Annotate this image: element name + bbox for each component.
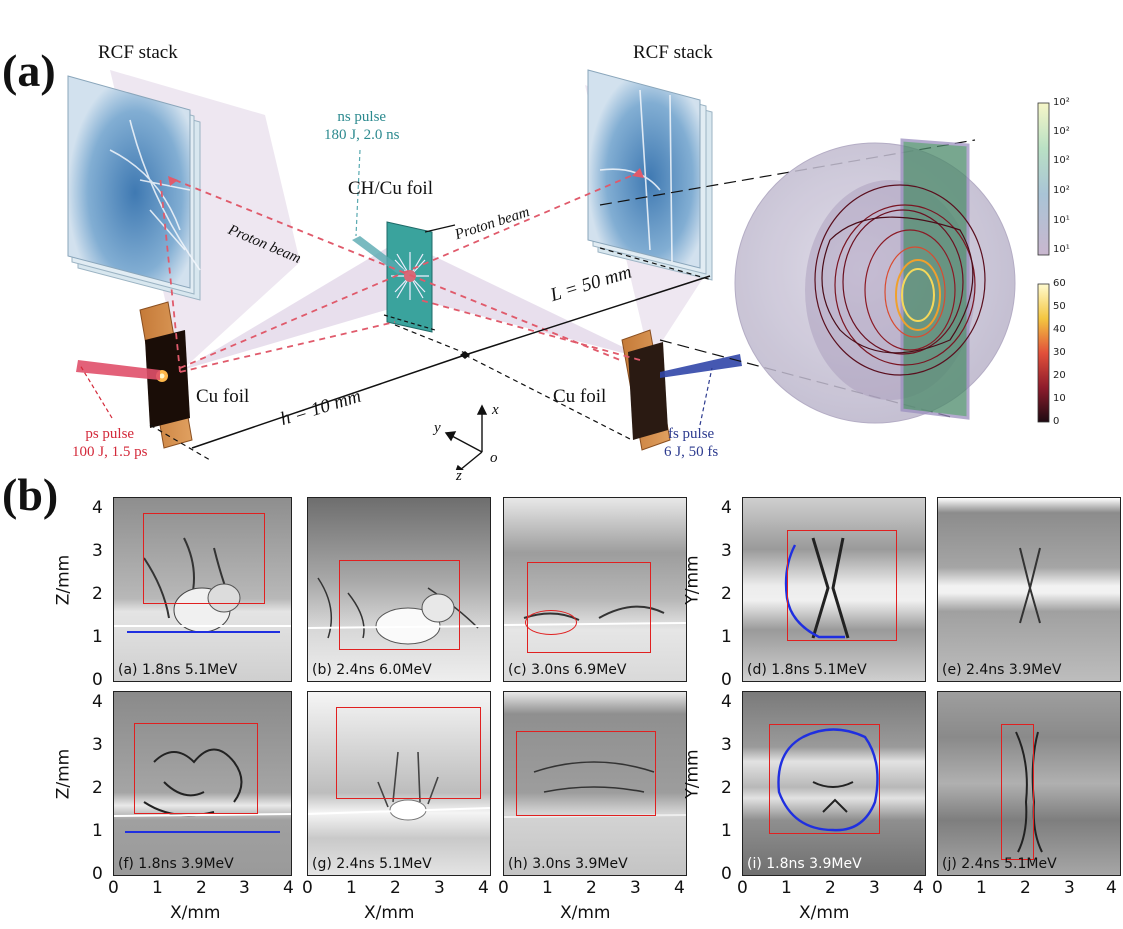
radiograph-d: (d) 1.8ns 5.1MeV <box>742 497 926 682</box>
roi-rect-c <box>527 562 651 653</box>
caption-g: (g) 2.4ns 5.1MeV <box>312 856 432 872</box>
radiograph-b: (b) 2.4ns 6.0MeV <box>307 497 491 682</box>
caption-j: (j) 2.4ns 5.1MeV <box>942 856 1057 872</box>
xlabel-col3: X/mm <box>560 903 611 923</box>
xlabel-col2: X/mm <box>364 903 415 923</box>
caption-h: (h) 3.0ns 3.9MeV <box>508 856 628 872</box>
L-dimension-line <box>464 275 711 356</box>
axis-x-label: x <box>492 402 499 418</box>
cu-foil-left-label: Cu foil <box>196 386 250 407</box>
cu-foil-right-label: Cu foil <box>553 386 607 407</box>
radiograph-h: (h) 3.0ns 3.9MeV <box>503 691 687 876</box>
radiograph-i: (i) 1.8ns 3.9MeV <box>742 691 926 876</box>
colorbar-top <box>1037 102 1050 256</box>
h-dimension-line <box>191 354 466 449</box>
radiograph-a: (a) 1.8ns 5.1MeV <box>113 497 292 682</box>
cu-foil-right <box>621 329 671 451</box>
rcf-stack-right-label: RCF stack <box>633 42 713 63</box>
radiograph-g: (g) 2.4ns 5.1MeV <box>307 691 491 876</box>
caption-e: (e) 2.4ns 3.9MeV <box>942 662 1062 678</box>
roi-rect-d <box>787 530 897 641</box>
axis-z-label: z <box>456 468 462 484</box>
ylabel-z-row2: Z/mm <box>53 748 74 800</box>
colorbar-bottom <box>1037 283 1050 423</box>
roi-rect-a <box>143 513 265 604</box>
coordinate-axes-icon <box>444 404 488 470</box>
roi-rect-g <box>336 707 481 799</box>
ch-cu-foil-target <box>386 221 433 333</box>
radiograph-j: (j) 2.4ns 5.1MeV <box>937 691 1121 876</box>
field-simulation-sphere <box>734 138 1016 424</box>
radiograph-e: (e) 2.4ns 3.9MeV <box>937 497 1121 682</box>
experimental-setup-diagram <box>67 69 1050 470</box>
radiograph-c: (c) 3.0ns 6.9MeV <box>503 497 687 682</box>
rcf-stack-left <box>67 75 201 301</box>
blue-reference-line-a <box>127 631 280 633</box>
caption-f: (f) 1.8ns 3.9MeV <box>118 856 234 872</box>
roi-ellipse-c <box>525 610 577 635</box>
caption-c: (c) 3.0ns 6.9MeV <box>508 662 627 678</box>
ylabel-y-row2: Y/mm <box>682 749 703 799</box>
cu-foil-left <box>139 301 193 449</box>
axis-y-label: y <box>434 420 441 436</box>
rcf-stack-left-label: RCF stack <box>98 42 178 63</box>
ps-pulse-beam <box>76 360 160 380</box>
rcf-stack-right <box>587 69 713 281</box>
roi-rect-h <box>516 731 656 816</box>
beam-cone-left-lower <box>182 240 420 370</box>
roi-rect-j <box>1001 724 1034 860</box>
blue-reference-line-f <box>125 831 280 833</box>
xlabel-col1: X/mm <box>170 903 221 923</box>
panel-b-letter: (b) <box>2 469 59 520</box>
proton-beam-left-path <box>174 179 621 361</box>
roi-rect-b <box>339 560 460 650</box>
ylabel-z-row1: Z/mm <box>53 554 74 606</box>
ylabel-y-row1: Y/mm <box>682 555 703 605</box>
roi-rect-f <box>134 723 258 814</box>
caption-b: (b) 2.4ns 6.0MeV <box>312 662 432 678</box>
fs-pulse-beam <box>660 354 742 378</box>
xlabel-col4: X/mm <box>799 903 850 923</box>
ch-cu-foil-label: CH/Cu foil <box>348 178 433 199</box>
ns-pulse-beam <box>352 236 405 274</box>
axis-origin-label: o <box>490 450 498 466</box>
beam-cone-right-lower <box>390 235 650 360</box>
panel-a-letter: (a) <box>2 45 56 96</box>
caption-d: (d) 1.8ns 5.1MeV <box>747 662 867 678</box>
caption-i: (i) 1.8ns 3.9MeV <box>747 856 862 872</box>
radiograph-f: (f) 1.8ns 3.9MeV <box>113 691 292 876</box>
caption-a: (a) 1.8ns 5.1MeV <box>118 662 238 678</box>
roi-rect-i <box>769 724 880 834</box>
